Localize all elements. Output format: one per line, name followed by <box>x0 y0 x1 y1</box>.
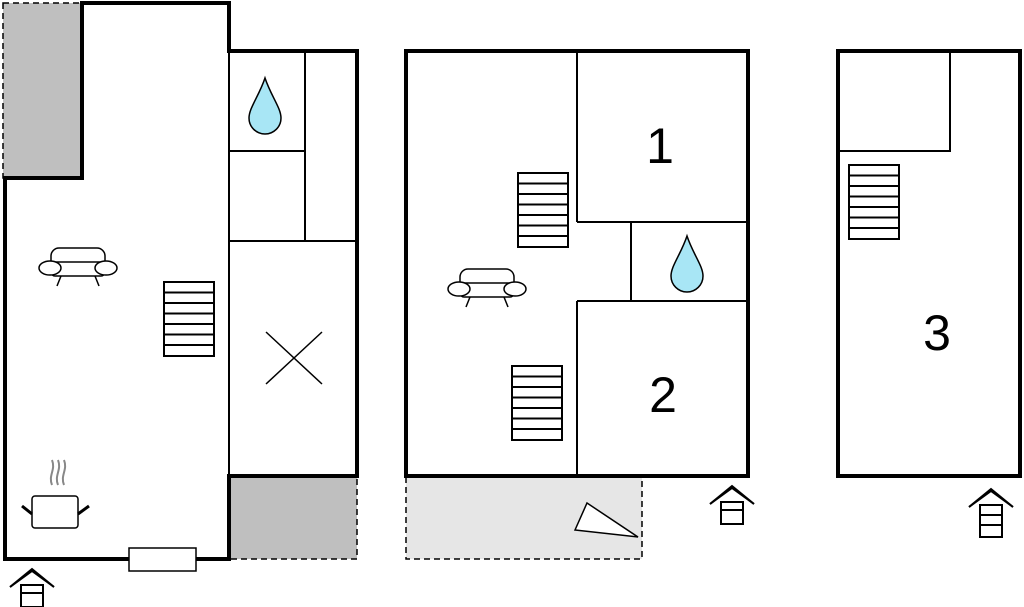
cooking-pot-icon <box>21 459 90 529</box>
second-floor-outer-wall <box>836 49 1022 478</box>
room-2-label: 2 <box>649 367 677 423</box>
water-drop-icon <box>248 77 282 135</box>
triangle-icon <box>573 501 639 538</box>
entrance-arrow-icon <box>9 568 55 607</box>
sofa-icon <box>38 247 118 287</box>
first-floor: 1 2 <box>404 49 755 560</box>
entrance-arrow-icon <box>709 485 755 525</box>
ground-floor <box>2 1 359 607</box>
terrace-top-left <box>2 2 82 179</box>
sofa-icon <box>447 268 527 308</box>
water-drop-icon <box>670 235 704 293</box>
stairs-icon <box>848 164 900 240</box>
second-floor: 3 <box>836 49 1022 538</box>
window-icon <box>128 547 197 572</box>
stairs-icon <box>511 365 563 441</box>
cross-mark-icon <box>265 331 323 385</box>
room-1-label: 1 <box>646 118 674 174</box>
room-3-label: 3 <box>923 305 951 361</box>
stairs-icon <box>163 281 215 357</box>
entrance-arrow-icon <box>968 487 1014 538</box>
stairs-icon <box>517 172 569 248</box>
terrace-bottom-right <box>229 475 358 560</box>
